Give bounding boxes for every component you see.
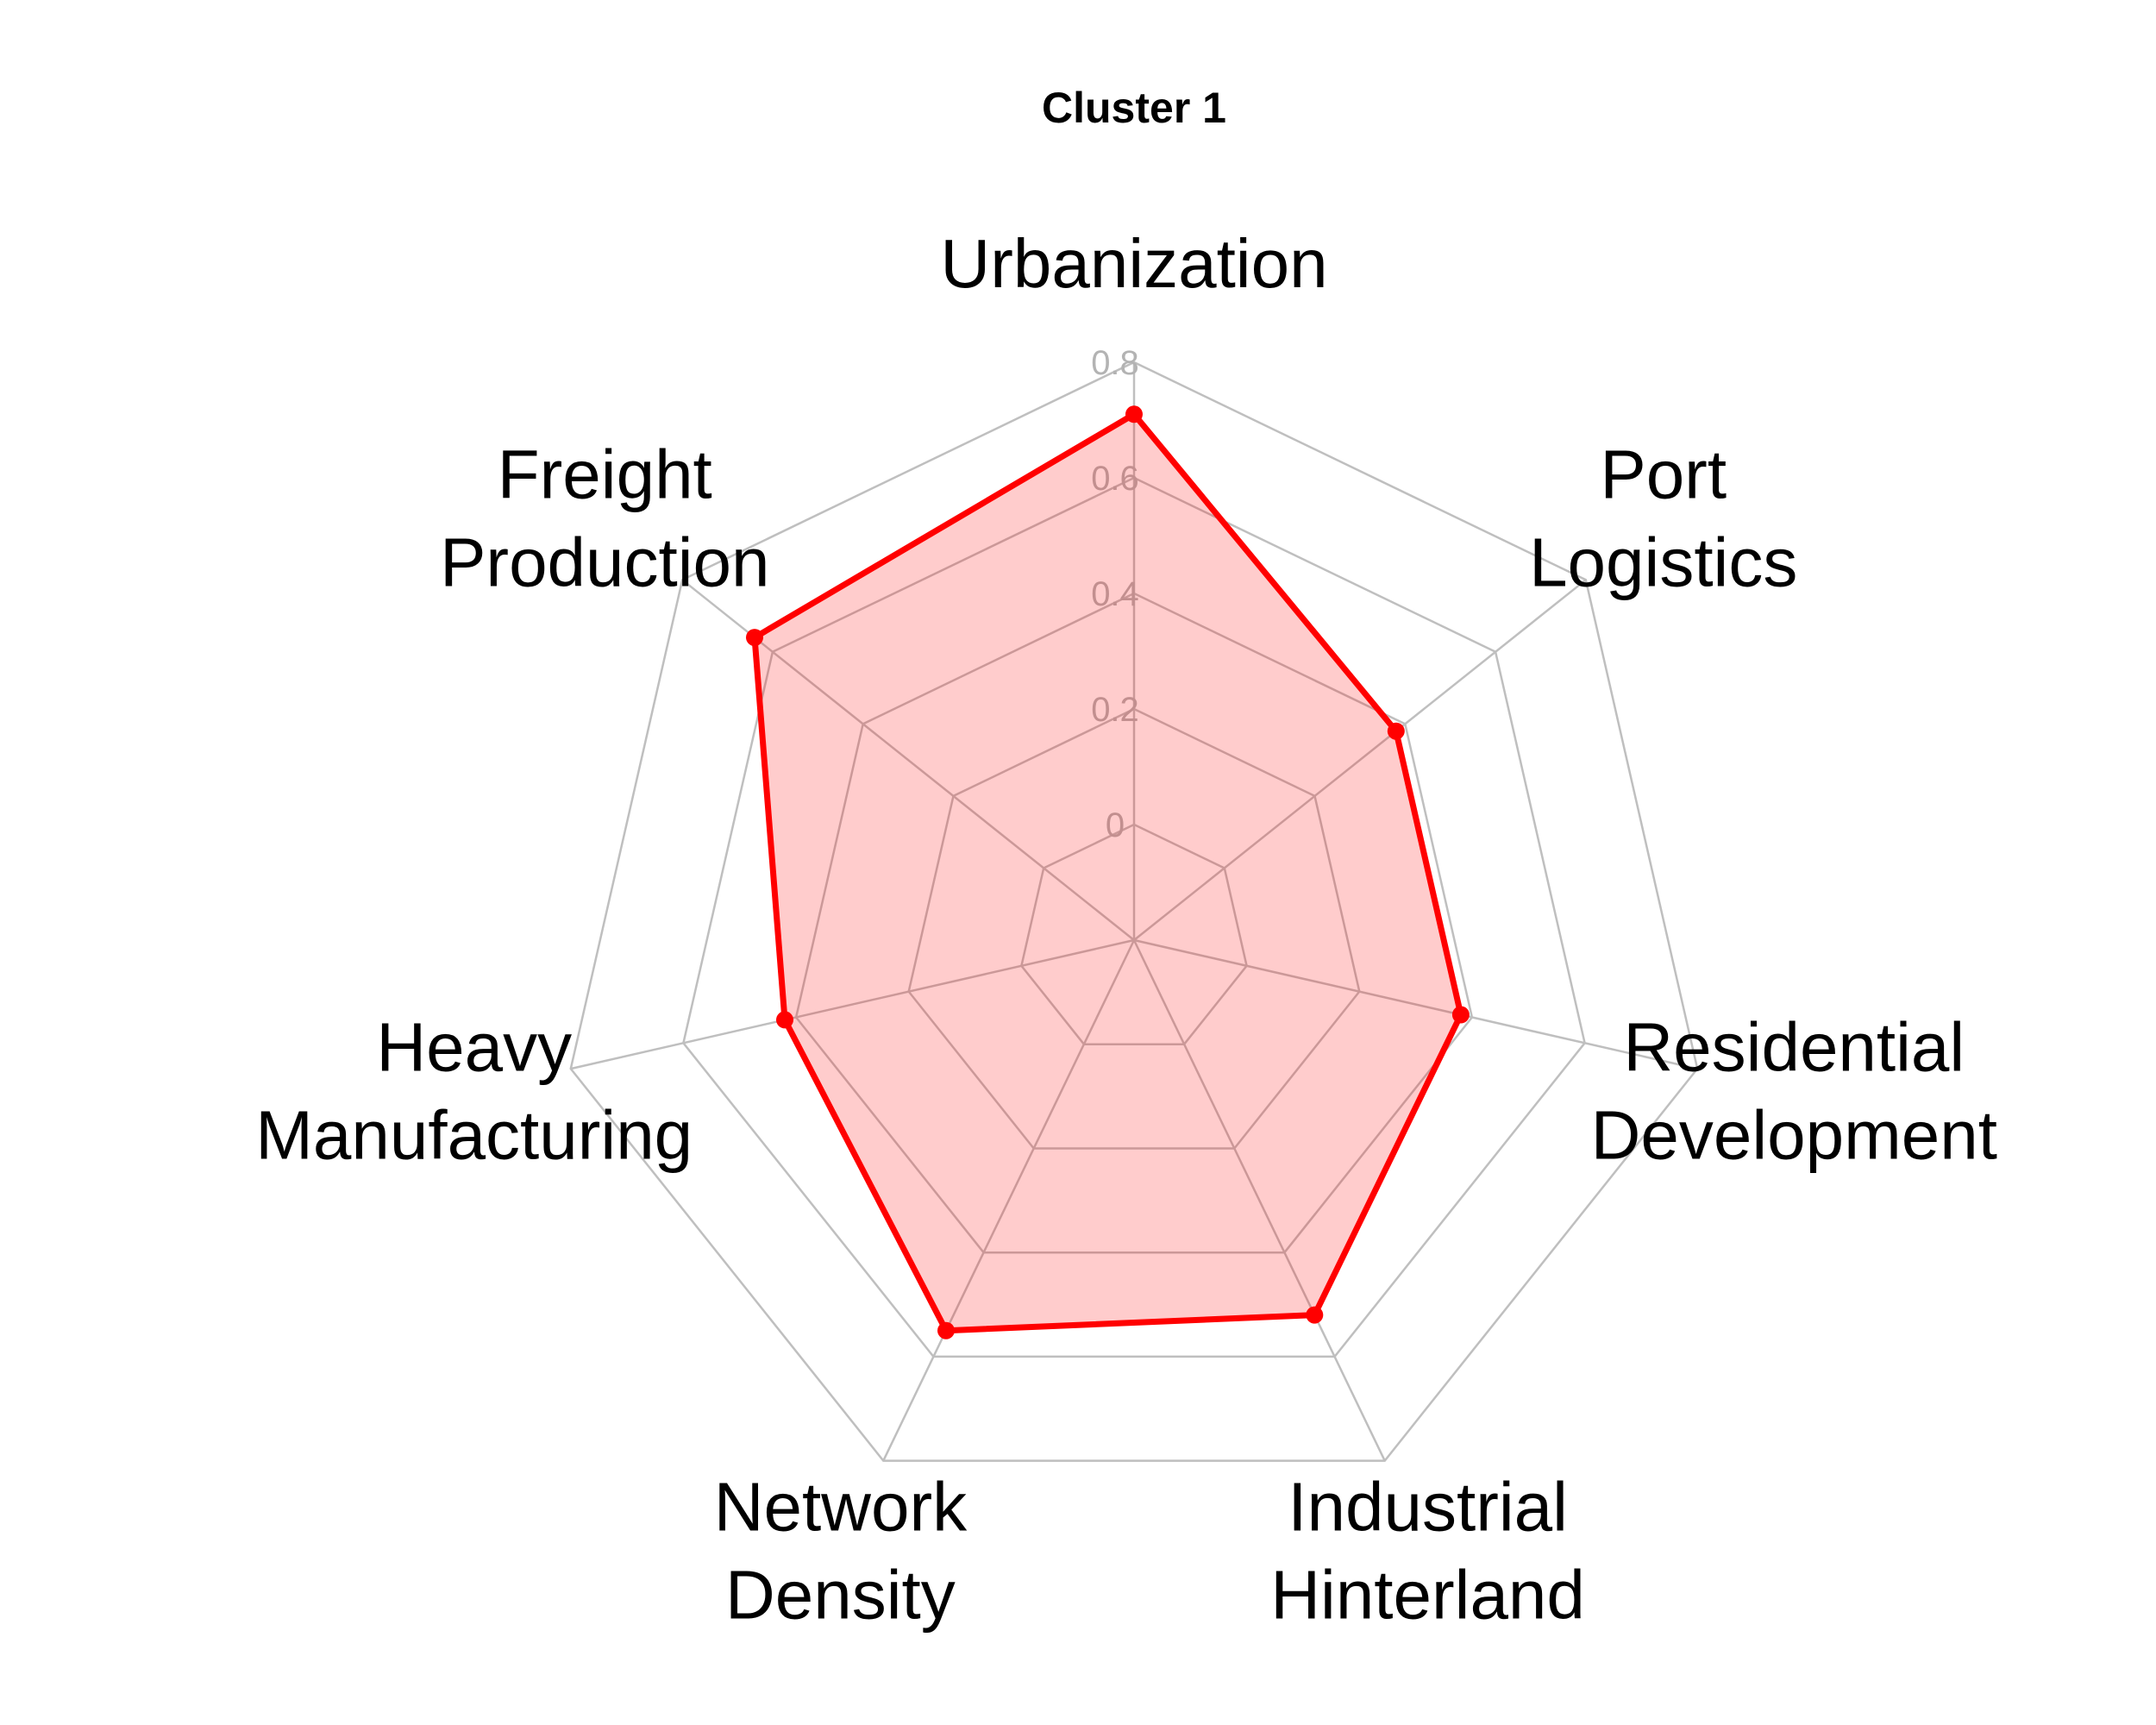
axis-label-line: Development [1591, 1097, 1997, 1174]
tick-label-1: 0.2 [1091, 691, 1139, 729]
data-point-6 [746, 629, 763, 647]
data-point-1 [1387, 722, 1405, 740]
series-fill-0 [755, 414, 1461, 1331]
axis-label-line: Logistics [1529, 524, 1797, 601]
spoke-2 [1133, 938, 1698, 1070]
axis-label-line: Production [440, 524, 769, 601]
axis-label-line: Port [1600, 436, 1727, 513]
tick-label-2: 0.4 [1091, 575, 1139, 613]
data-point-3 [1306, 1306, 1324, 1324]
tick-label-0: 0 [1106, 806, 1125, 844]
data-point-5 [776, 1011, 793, 1029]
chart-title: Cluster 1 [1042, 84, 1226, 132]
spoke-4 [882, 939, 1136, 1462]
spoke-1 [1133, 579, 1587, 941]
axis-label-line: Network [714, 1468, 968, 1545]
radar-grid [569, 361, 1699, 1462]
grid-ring-3 [794, 592, 1474, 1254]
radar-tick-labels: 0 0.2 0.4 0.6 0.8 [1091, 344, 1139, 844]
data-point-4 [937, 1321, 955, 1339]
tick-label-3: 0.6 [1091, 460, 1139, 498]
axis-label-line: Manufacturing [255, 1097, 693, 1174]
grid-ring-5 [569, 361, 1699, 1462]
radar-series [746, 405, 1470, 1339]
axis-label-line: Urbanization [940, 225, 1327, 302]
spoke-3 [1132, 939, 1386, 1462]
tick-label-4: 0.8 [1091, 344, 1139, 382]
grid-ring-1 [1020, 823, 1248, 1045]
grid-ring-4 [682, 476, 1586, 1358]
axis-label-0: Urbanization [940, 225, 1327, 302]
axis-label-line: Freight [498, 436, 712, 513]
axis-label-line: Hinterland [1270, 1556, 1585, 1633]
data-point-0 [1125, 405, 1143, 423]
spoke-5 [570, 938, 1135, 1070]
series-line-0 [751, 411, 1464, 1334]
axis-label-line: Residential [1623, 1009, 1965, 1086]
data-point-2 [1451, 1006, 1470, 1024]
axis-label-line: Industrial [1288, 1468, 1568, 1545]
axis-label-line: Heavy [376, 1009, 572, 1086]
grid-ring-2 [907, 707, 1361, 1150]
axis-label-line: Density [725, 1556, 956, 1633]
